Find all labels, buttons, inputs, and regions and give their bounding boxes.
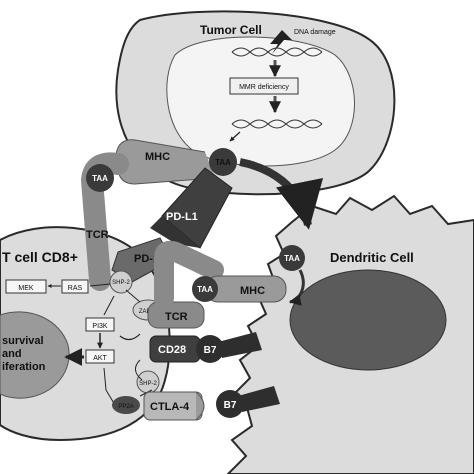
taa-to-mhc-arrow [288,269,305,306]
tcr-left-label: TCR [86,229,109,241]
mmr-deficiency-label: MMR deficiency [239,84,289,91]
nucleus-text-line1: survival [2,335,44,347]
tcr-right-body [147,301,205,329]
b7-cd28-circle [196,335,224,363]
b7-ctla4-circle [216,390,244,418]
b7-cd28-label: B7 [204,345,217,356]
antigen-transfer-arrow [239,158,324,230]
taa-dendritic-label: TAA [284,254,300,263]
ctla4-label: CTLA-4 [150,401,190,413]
mek-box [5,279,47,294]
mek-label: MEK [18,285,34,292]
tcr-right-label: TCR [165,311,188,323]
taa-tumor-circle [209,148,237,176]
shp2-zap70-inhibit [125,289,141,303]
taa-dendritic-circle [279,245,305,271]
taa-dc-mhc-label: TAA [197,285,213,294]
ras-box [61,279,89,294]
b7-ctla4-label: B7 [224,400,237,411]
shp2-bottom-label: SHP-2 [139,381,157,387]
cd28-label: CD28 [158,344,186,356]
akt-label: AKT [93,355,107,362]
mmr-deficiency-box [229,77,299,95]
b7-cd28-stalk [218,332,262,358]
tcr-right-stalk [154,240,224,308]
ctla4-cap [195,391,205,421]
pp2a-label: PP2A [118,404,133,410]
b7-ctla4-stalk [238,386,280,412]
nucleus-text-line2: and [2,348,22,360]
pdl1-notch [150,216,200,248]
t-cell-label: T cell CD8+ [2,249,78,265]
taa-mhc-left-circle [86,164,114,192]
taa-mhc-left-label: TAA [92,174,108,183]
shp2-top-node [109,270,133,294]
pd1-label: PD-1 [134,253,159,265]
dendritic-cell-label: Dendritic Cell [330,250,414,265]
lightning-icon [270,30,292,54]
dendritic-cell-nucleus [289,269,447,371]
nucleus-text-line3: iferation [2,361,46,373]
pp2a-node [112,396,140,414]
shp2-cd28-inhibit [135,359,143,381]
ras-label: RAS [68,285,83,292]
dna-damage-label: DNA damage [294,29,336,36]
pi3k-box [85,317,115,332]
shp2-ras-inhibit [89,283,111,287]
pi3k-label: PI3K [92,323,108,330]
tumor-cell-cytoplasm [166,36,355,167]
taa-tumor-label: TAA [215,158,231,167]
taa-dc-mhc-circle [192,276,218,302]
shp2-top-label: SHP-2 [112,280,130,286]
neoantigen-arrow [229,131,241,142]
akt-box [85,349,115,364]
tumor-cell-label: Tumor Cell [200,23,262,37]
mhc-dc-label: MHC [240,285,265,297]
dna-helix-top [231,47,323,57]
dna-helix-bottom [231,119,323,129]
mhc-tumor-label: MHC [145,151,170,163]
shp2-pi3k-inhibit [103,295,115,316]
pdl1-label: PD-L1 [166,211,198,223]
t-cell-nucleus [0,311,70,399]
zap70-feedback-arc [119,333,141,341]
